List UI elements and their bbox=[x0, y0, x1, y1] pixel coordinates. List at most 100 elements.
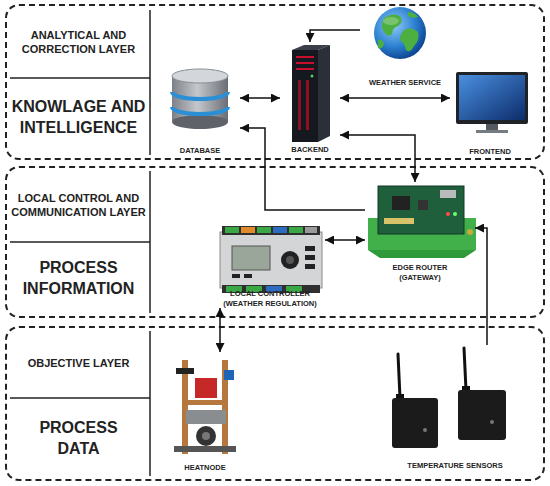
gateway-board-part bbox=[418, 200, 428, 210]
connector-arrow bbox=[240, 97, 280, 99]
heatnode-photo-part bbox=[195, 378, 217, 398]
monitor-icon-part bbox=[459, 75, 525, 120]
controller-device-part bbox=[289, 227, 303, 233]
globe-icon-part bbox=[400, 28, 419, 51]
gateway-board-part bbox=[440, 190, 456, 198]
layer-separators-part bbox=[149, 10, 151, 155]
layer-separators-part bbox=[10, 397, 150, 399]
connector-arrow bbox=[310, 30, 360, 42]
server-icon-part bbox=[306, 80, 309, 130]
component-label: WEATHER SERVICE bbox=[360, 78, 450, 87]
controller-device-part bbox=[244, 274, 252, 278]
component-node: TEMPERATURE SENSORS bbox=[385, 345, 525, 470]
heatnode-photo-part bbox=[176, 368, 194, 374]
monitor-icon-part bbox=[486, 124, 498, 130]
heatnode-photo-part bbox=[174, 446, 236, 452]
sensor-devices-part bbox=[490, 420, 494, 424]
controller-device-part bbox=[222, 226, 320, 235]
layer-separators-part bbox=[10, 241, 150, 243]
layer-separators bbox=[10, 10, 150, 476]
controller-device-part bbox=[305, 264, 315, 269]
layer-title: PROCESS DATA bbox=[24, 398, 134, 479]
database-icon-part bbox=[172, 115, 228, 129]
component-label: BACKEND bbox=[280, 145, 340, 154]
controller-device-part bbox=[232, 246, 270, 270]
component-node: HEATNODE bbox=[165, 352, 245, 472]
globe-icon-part bbox=[382, 14, 402, 35]
connector-arrow bbox=[340, 97, 450, 99]
controller-device-part bbox=[257, 227, 271, 233]
layer-band: ANALYTICAL AND CORRECTION LAYERKNOWLAGE … bbox=[5, 4, 545, 160]
component-node: BACKEND bbox=[280, 42, 340, 154]
controller-device-part bbox=[225, 227, 239, 233]
server-icon bbox=[292, 45, 330, 142]
database-icon bbox=[172, 69, 228, 129]
heatnode-photo-part bbox=[196, 426, 216, 446]
controller-device-part bbox=[305, 227, 317, 233]
component-node: EDGE ROUTER (GATEWAY) bbox=[365, 182, 475, 282]
layer-title: PROCESS INFORMATION bbox=[9, 242, 149, 316]
connector-arrow bbox=[219, 308, 221, 352]
database-icon-part bbox=[172, 107, 228, 114]
controller-device-part bbox=[241, 227, 255, 233]
sensor-devices-part bbox=[392, 398, 438, 448]
connector-arrow bbox=[240, 128, 365, 210]
component-node: LOCAL CONTROLLER (WEATHER REGULATION) bbox=[215, 222, 325, 308]
gateway-board-part bbox=[368, 250, 476, 258]
server-icon-part bbox=[292, 50, 318, 142]
heatnode-photo-part bbox=[182, 360, 188, 454]
heatnode-photo-part bbox=[186, 410, 226, 424]
server-icon-part bbox=[311, 75, 314, 78]
component-label: HEATNODE bbox=[165, 463, 245, 472]
connector-arrow bbox=[340, 135, 415, 182]
component-node: WEATHER SERVICE bbox=[360, 7, 450, 87]
sensor-devices-part bbox=[398, 354, 400, 398]
sensor-devices-part bbox=[423, 428, 427, 432]
controller-device-part bbox=[286, 256, 294, 264]
globe-icon-part bbox=[408, 12, 418, 18]
gateway-board-part bbox=[378, 186, 464, 234]
server-icon-part bbox=[296, 68, 314, 70]
monitor-icon-part bbox=[476, 130, 508, 133]
component-node: FRONTEND bbox=[450, 68, 530, 156]
layer-band: OBJECTIVE LAYERPROCESS DATA HEATNODE TEMPE… bbox=[5, 326, 545, 481]
layer-separators-part bbox=[149, 331, 151, 476]
connector-arrow bbox=[325, 239, 365, 241]
layer-subtitle: OBJECTIVE LAYER bbox=[14, 328, 144, 398]
server-icon-part bbox=[296, 56, 314, 58]
layer-subtitle: ANALYTICAL AND CORRECTION LAYER bbox=[14, 6, 144, 78]
monitor-icon bbox=[456, 72, 528, 133]
database-icon-part bbox=[172, 92, 228, 99]
sensor-devices bbox=[392, 348, 506, 448]
globe-icon-part bbox=[374, 7, 426, 59]
heatnode-photo-part bbox=[224, 370, 234, 380]
layer-separators-part bbox=[10, 77, 150, 79]
gateway-board bbox=[368, 186, 476, 258]
heatnode-photo-part bbox=[202, 432, 210, 440]
component-label: DATABASE bbox=[161, 146, 239, 155]
component-label: EDGE ROUTER (GATEWAY) bbox=[384, 263, 456, 282]
connector-arrow bbox=[475, 228, 487, 345]
layer-title: KNOWLAGE AND INTELLIGENCE bbox=[8, 78, 150, 158]
globe-icon-part bbox=[383, 17, 399, 25]
component-label: FRONTEND bbox=[450, 147, 530, 156]
component-label: TEMPERATURE SENSORS bbox=[385, 461, 525, 470]
controller-device bbox=[220, 226, 322, 293]
gateway-board-part bbox=[392, 196, 410, 210]
server-icon-part bbox=[298, 80, 301, 130]
controller-device-part bbox=[305, 255, 315, 260]
layer-band: LOCAL CONTROL AND COMMUNICATION LAYERPRO… bbox=[5, 166, 545, 318]
gateway-board-part bbox=[467, 229, 473, 235]
gateway-board-part bbox=[446, 212, 450, 216]
component-node: DATABASE bbox=[160, 65, 240, 155]
controller-device-part bbox=[273, 227, 287, 233]
database-icon-part bbox=[172, 69, 228, 83]
heatnode-photo bbox=[174, 360, 236, 454]
server-icon-part bbox=[318, 45, 330, 142]
gateway-board-part bbox=[453, 212, 457, 216]
layer-subtitle: LOCAL CONTROL AND COMMUNICATION LAYER bbox=[9, 168, 149, 242]
gateway-board-part bbox=[384, 218, 414, 224]
